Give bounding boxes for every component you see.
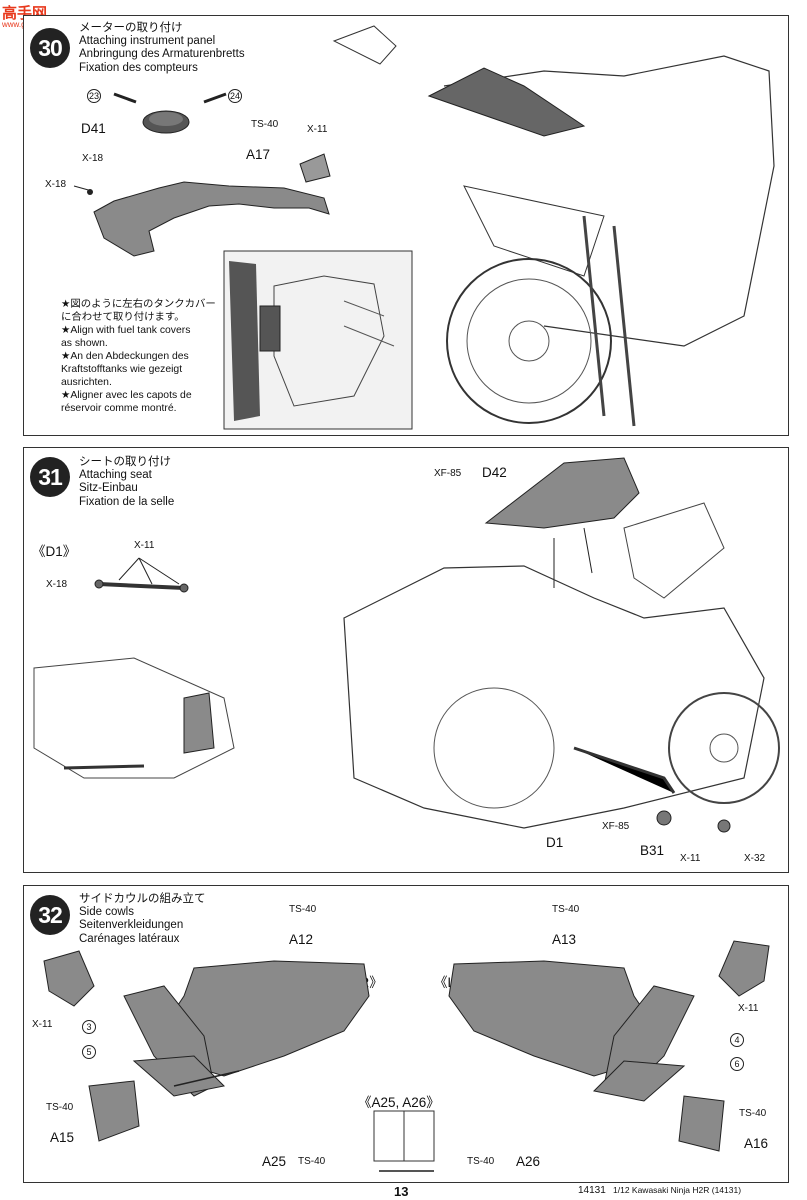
part-a15: A15 <box>50 1130 75 1145</box>
footer-product-code: 14131 <box>578 1185 606 1196</box>
step-31-number: 31 <box>30 457 70 497</box>
step-30-title-jp: メーターの取り付け <box>79 22 183 34</box>
step-31-title-fr: Fixation de la selle <box>79 495 175 508</box>
step-31-title-en: Attaching seat <box>79 469 152 482</box>
paint-ts40-a26: TS-40 <box>467 1156 495 1167</box>
step-31-titles: シートの取り付け Attaching seat Sitz-Einbau Fixa… <box>79 456 174 509</box>
paint-ts40-a15: TS-40 <box>46 1102 74 1113</box>
step-31-title-jp: シートの取り付け <box>79 456 171 468</box>
part-a12: A12 <box>289 932 314 947</box>
callout-5: 5 <box>82 1045 96 1059</box>
paint-xf85-step: XF-85 <box>602 821 630 832</box>
step-30-meter-assembly-drawing <box>73 25 775 430</box>
step-32-panel: 32 サイドカウルの組み立て Side cowls Seitenverkleid… <box>23 885 789 1183</box>
step-32-title-fr: Carénages latéraux <box>79 932 180 945</box>
step-30-panel: 30 メーターの取り付け Attaching instrument panel … <box>23 15 789 436</box>
step-30-fuel-tank-note: ★図のように左右のタンクカバー に合わせて取り付けます。 ★Align with… <box>61 299 216 414</box>
step-32-title-en: Side cowls <box>79 906 134 919</box>
step-30-title-en: Attaching instrument panel <box>79 35 216 48</box>
part-a25: A25 <box>262 1154 287 1169</box>
part-a16: A16 <box>744 1136 769 1151</box>
detail-a25-a26-label: 《A25, A26》 <box>358 1095 440 1110</box>
paint-ts40-a13: TS-40 <box>552 904 580 915</box>
step-30-title-de: Anbringung des Armaturenbretts <box>79 48 245 61</box>
step-31-panel: 31 シートの取り付け Attaching seat Sitz-Einbau F… <box>23 447 789 873</box>
part-a26: A26 <box>516 1154 541 1169</box>
callout-6: 6 <box>730 1057 744 1071</box>
step-32-titles: サイドカウルの組み立て Side cowls Seitenverkleidung… <box>79 893 206 946</box>
callout-4: 4 <box>730 1033 744 1047</box>
paint-ts40-a12: TS-40 <box>289 904 317 915</box>
step-32-number: 32 <box>30 895 70 935</box>
step-30-number: 30 <box>30 28 70 68</box>
part-a17: A17 <box>246 147 271 162</box>
part-d42: D42 <box>482 465 507 480</box>
part-x11-left: X-11 <box>738 1003 759 1014</box>
part-x11-rod: X-11 <box>134 540 155 551</box>
part-x11-right: X-11 <box>32 1019 53 1030</box>
part-d1: D1 <box>546 835 564 850</box>
part-x32: X-32 <box>744 853 766 864</box>
part-x18-rod: X-18 <box>46 579 68 590</box>
part-x18-left: X-18 <box>45 179 67 190</box>
footer-product-name: 1/12 Kawasaki Ninja H2R (14131) <box>613 1185 742 1195</box>
step-31-title-de: Sitz-Einbau <box>79 482 138 495</box>
step-30-titles: メーターの取り付け Attaching instrument panel Anb… <box>79 22 245 75</box>
part-x11: X-11 <box>307 124 328 135</box>
step-30-title-fr: Fixation des compteurs <box>79 61 198 74</box>
part-b31: B31 <box>640 843 665 858</box>
page-number: 13 <box>394 1184 409 1199</box>
callout-24: 24 <box>228 89 242 103</box>
part-x18-top: X-18 <box>82 153 104 164</box>
part-d41: D41 <box>81 121 106 136</box>
paint-ts40-a25: TS-40 <box>298 1156 326 1167</box>
paint-ts40: TS-40 <box>251 119 279 130</box>
callout-23: 23 <box>87 89 101 103</box>
step-32-title-de: Seitenverkleidungen <box>79 919 184 932</box>
paint-xf85-seat: XF-85 <box>434 468 462 479</box>
part-x11-step: X-11 <box>680 853 701 864</box>
step-31-seat-drawing <box>33 457 780 833</box>
part-a13: A13 <box>552 932 577 947</box>
step-32-side-cowls-drawing <box>43 940 770 1172</box>
step-32-title-jp: サイドカウルの組み立て <box>79 893 206 905</box>
paint-ts40-a16: TS-40 <box>739 1108 767 1119</box>
callout-3: 3 <box>82 1020 96 1034</box>
part-d1-box-label: 《D1》 <box>32 544 77 559</box>
